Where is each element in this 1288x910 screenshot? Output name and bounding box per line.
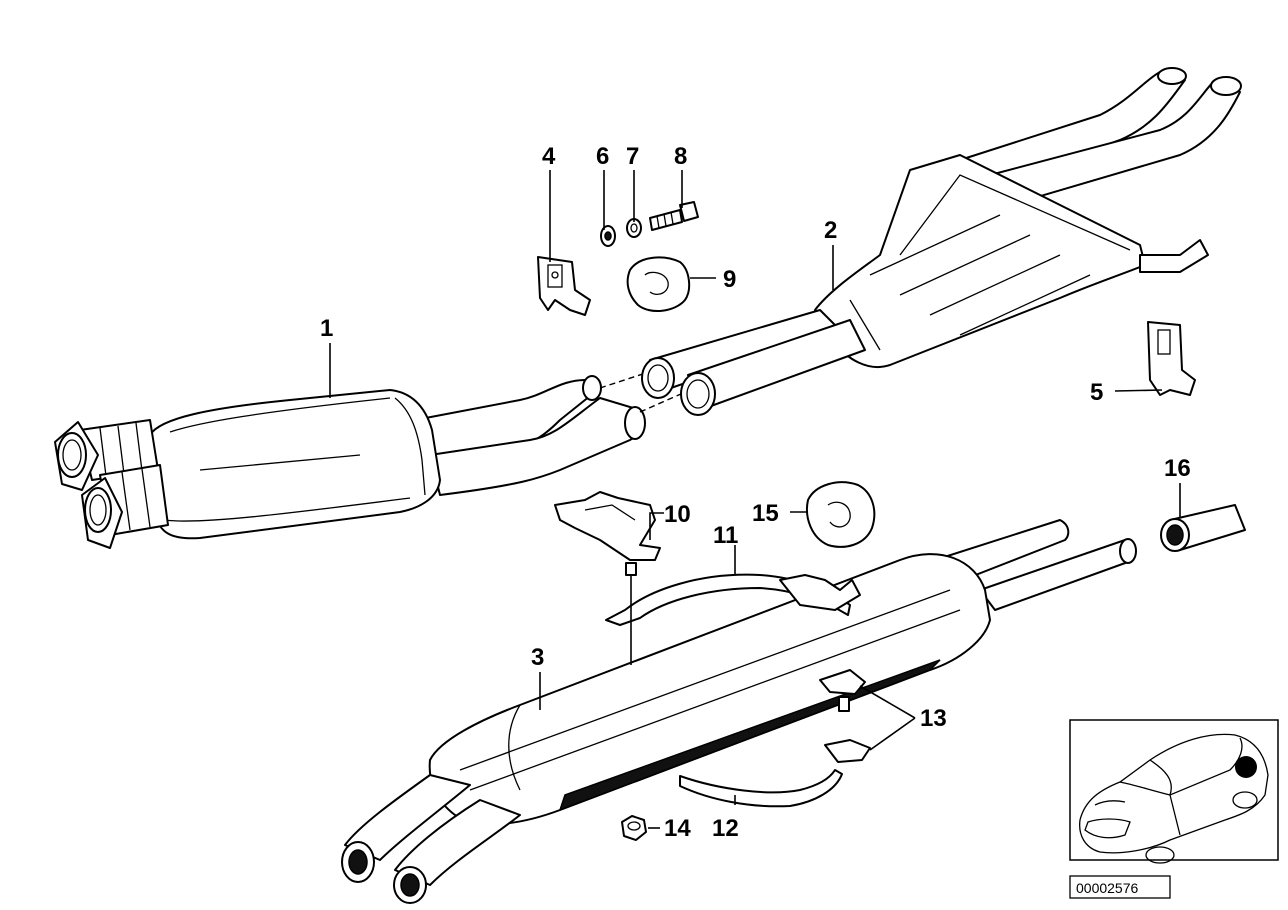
callout-14: 14	[664, 815, 691, 842]
part-6-washer[interactable]	[600, 225, 616, 247]
part-5-bracket[interactable]	[1147, 321, 1196, 396]
callout-16: 16	[1164, 455, 1191, 482]
part-12-clamp-strap[interactable]	[679, 769, 843, 808]
car-outline-icon	[1079, 733, 1269, 864]
vehicle-locator-inset	[1069, 719, 1279, 864]
part-15-rubber-mounting[interactable]	[806, 481, 876, 548]
callout-9: 9	[723, 266, 736, 293]
callout-7: 7	[626, 143, 639, 170]
callout-15: 15	[752, 500, 779, 527]
part-13-clamp-fittings[interactable]	[819, 669, 871, 763]
callout-2: 2	[824, 217, 837, 244]
leader-lines	[329, 170, 1181, 829]
callout-labels: 1 2 3 4 5 6 7 8 9 10 11 12 13 14 15 16	[320, 143, 1191, 842]
callout-13: 13	[920, 705, 947, 732]
reference-number-box: 00002576	[1069, 875, 1171, 899]
location-marker-icon	[1235, 756, 1257, 778]
part-16-sleeve[interactable]	[1160, 504, 1246, 552]
part-10-clamp-bracket[interactable]	[554, 491, 661, 576]
part-2-center-catalytic-converter[interactable]	[641, 67, 1242, 416]
part-9-rubber-mounting[interactable]	[626, 256, 691, 312]
callout-8: 8	[674, 143, 687, 170]
part-8-hex-bolt[interactable]	[649, 201, 699, 231]
part-4-bracket[interactable]	[537, 256, 591, 316]
callout-12: 12	[712, 815, 739, 842]
part-1-front-pipe-catalytic-converter[interactable]	[54, 375, 646, 549]
callout-1: 1	[320, 315, 333, 342]
callout-10: 10	[664, 501, 691, 528]
callout-4: 4	[542, 143, 556, 170]
callout-6: 6	[596, 143, 609, 170]
callout-5: 5	[1090, 379, 1103, 406]
reference-number: 00002576	[1076, 880, 1139, 896]
callout-11: 11	[713, 522, 738, 549]
callout-3: 3	[531, 644, 544, 671]
part-11-clamp-strap[interactable]	[605, 573, 861, 626]
part-14-hex-nut[interactable]	[621, 815, 647, 841]
